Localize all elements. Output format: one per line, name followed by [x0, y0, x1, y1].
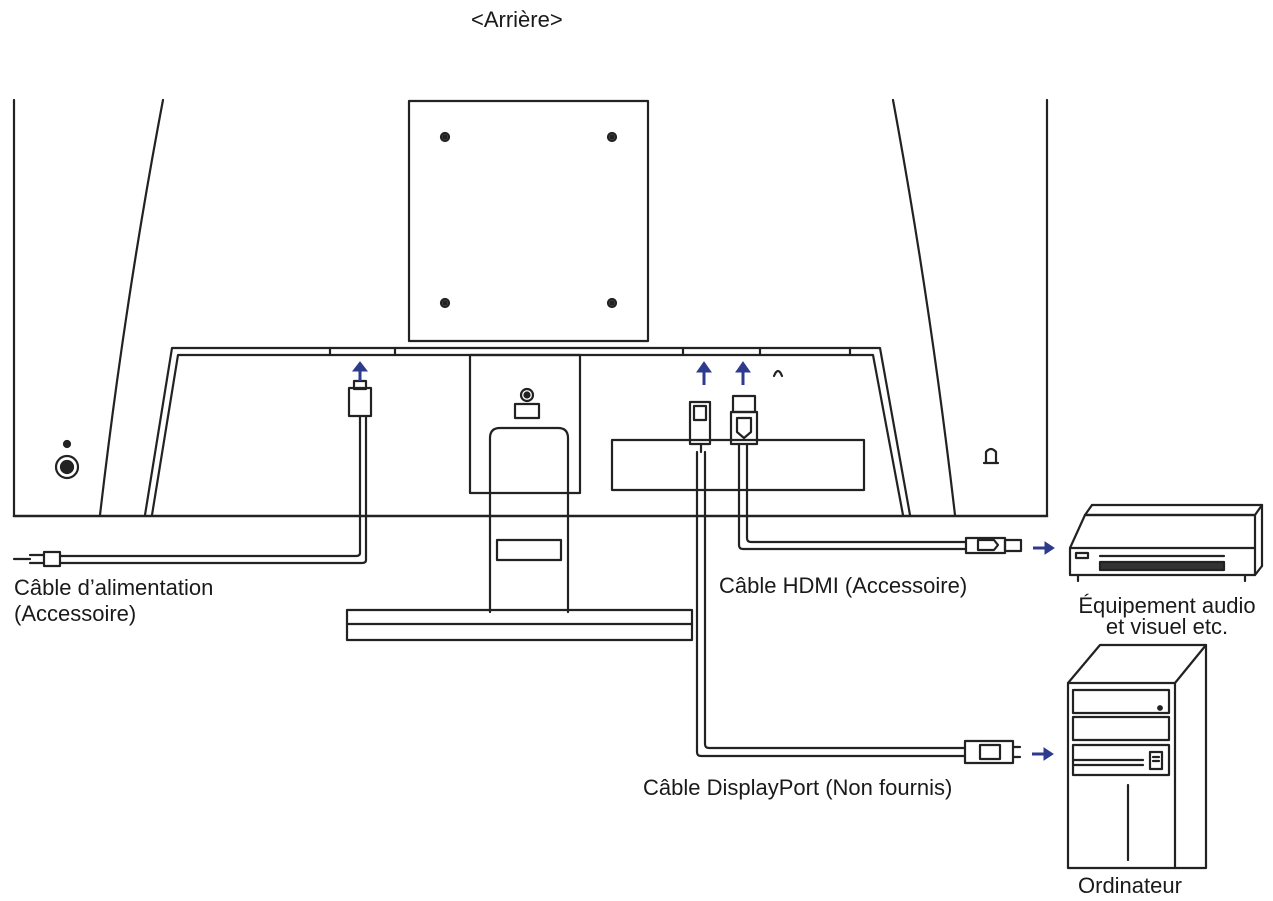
monitor-back — [12, 98, 1049, 518]
displayport-cable-label: Câble DisplayPort (Non fournis) — [643, 775, 953, 800]
power-cable-label-line1: Câble d’alimentation — [14, 575, 214, 600]
av-output-arrow-icon — [1033, 541, 1055, 555]
hdmi-cable-label: Câble HDMI (Accessoire) — [719, 573, 968, 598]
diagram-title: <Arrière> — [471, 7, 563, 32]
hdmi-arrow-icon — [735, 361, 751, 385]
vesa-plate — [407, 99, 650, 343]
power-cable-label-line2: (Accessoire) — [14, 601, 137, 626]
av-equipment-label-line2: et visuel etc. — [1105, 614, 1229, 639]
computer-output-arrow-icon — [1032, 747, 1054, 761]
av-equipment — [1068, 503, 1264, 583]
displayport-arrow-icon — [696, 361, 712, 385]
power-arrow-icon — [351, 361, 369, 381]
av-equipment-label-line1: Équipement audio — [1078, 593, 1256, 618]
displayport-cable — [688, 400, 1022, 765]
computer-label: Ordinateur — [1078, 873, 1182, 898]
stand — [345, 353, 694, 642]
hdmi-cable — [729, 394, 1023, 555]
connection-arrows — [351, 361, 1055, 761]
computer-tower — [1066, 643, 1208, 870]
